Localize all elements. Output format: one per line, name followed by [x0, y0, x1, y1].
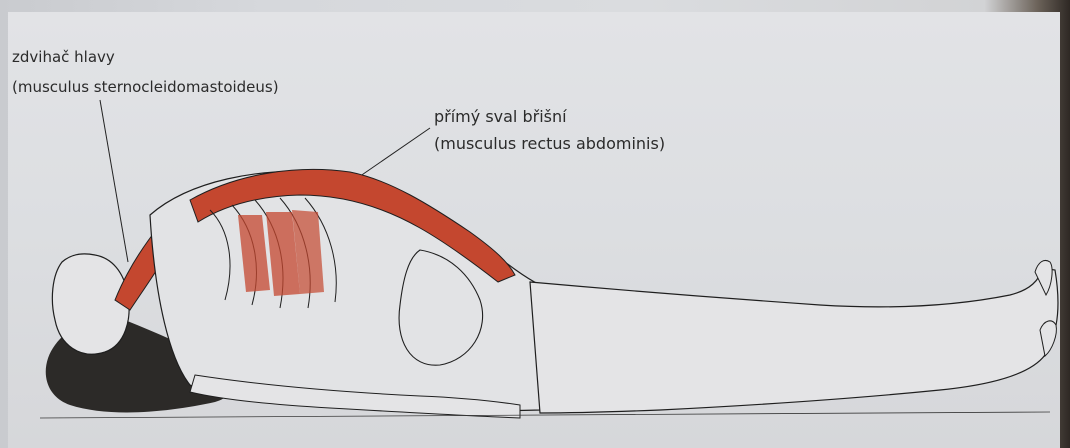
abdominal-muscle-latin-name: (musculus rectus abdominis)	[434, 134, 665, 153]
abdominal-muscle-common-name: přímý sval břišní	[434, 107, 567, 126]
neck-muscle-latin-name: (musculus sternocleidomastoideus)	[12, 78, 279, 96]
neck-leader-line	[100, 100, 128, 262]
neck-muscle-common-name: zdvihač hlavy	[12, 48, 115, 66]
head	[52, 254, 129, 354]
legs	[530, 268, 1058, 413]
